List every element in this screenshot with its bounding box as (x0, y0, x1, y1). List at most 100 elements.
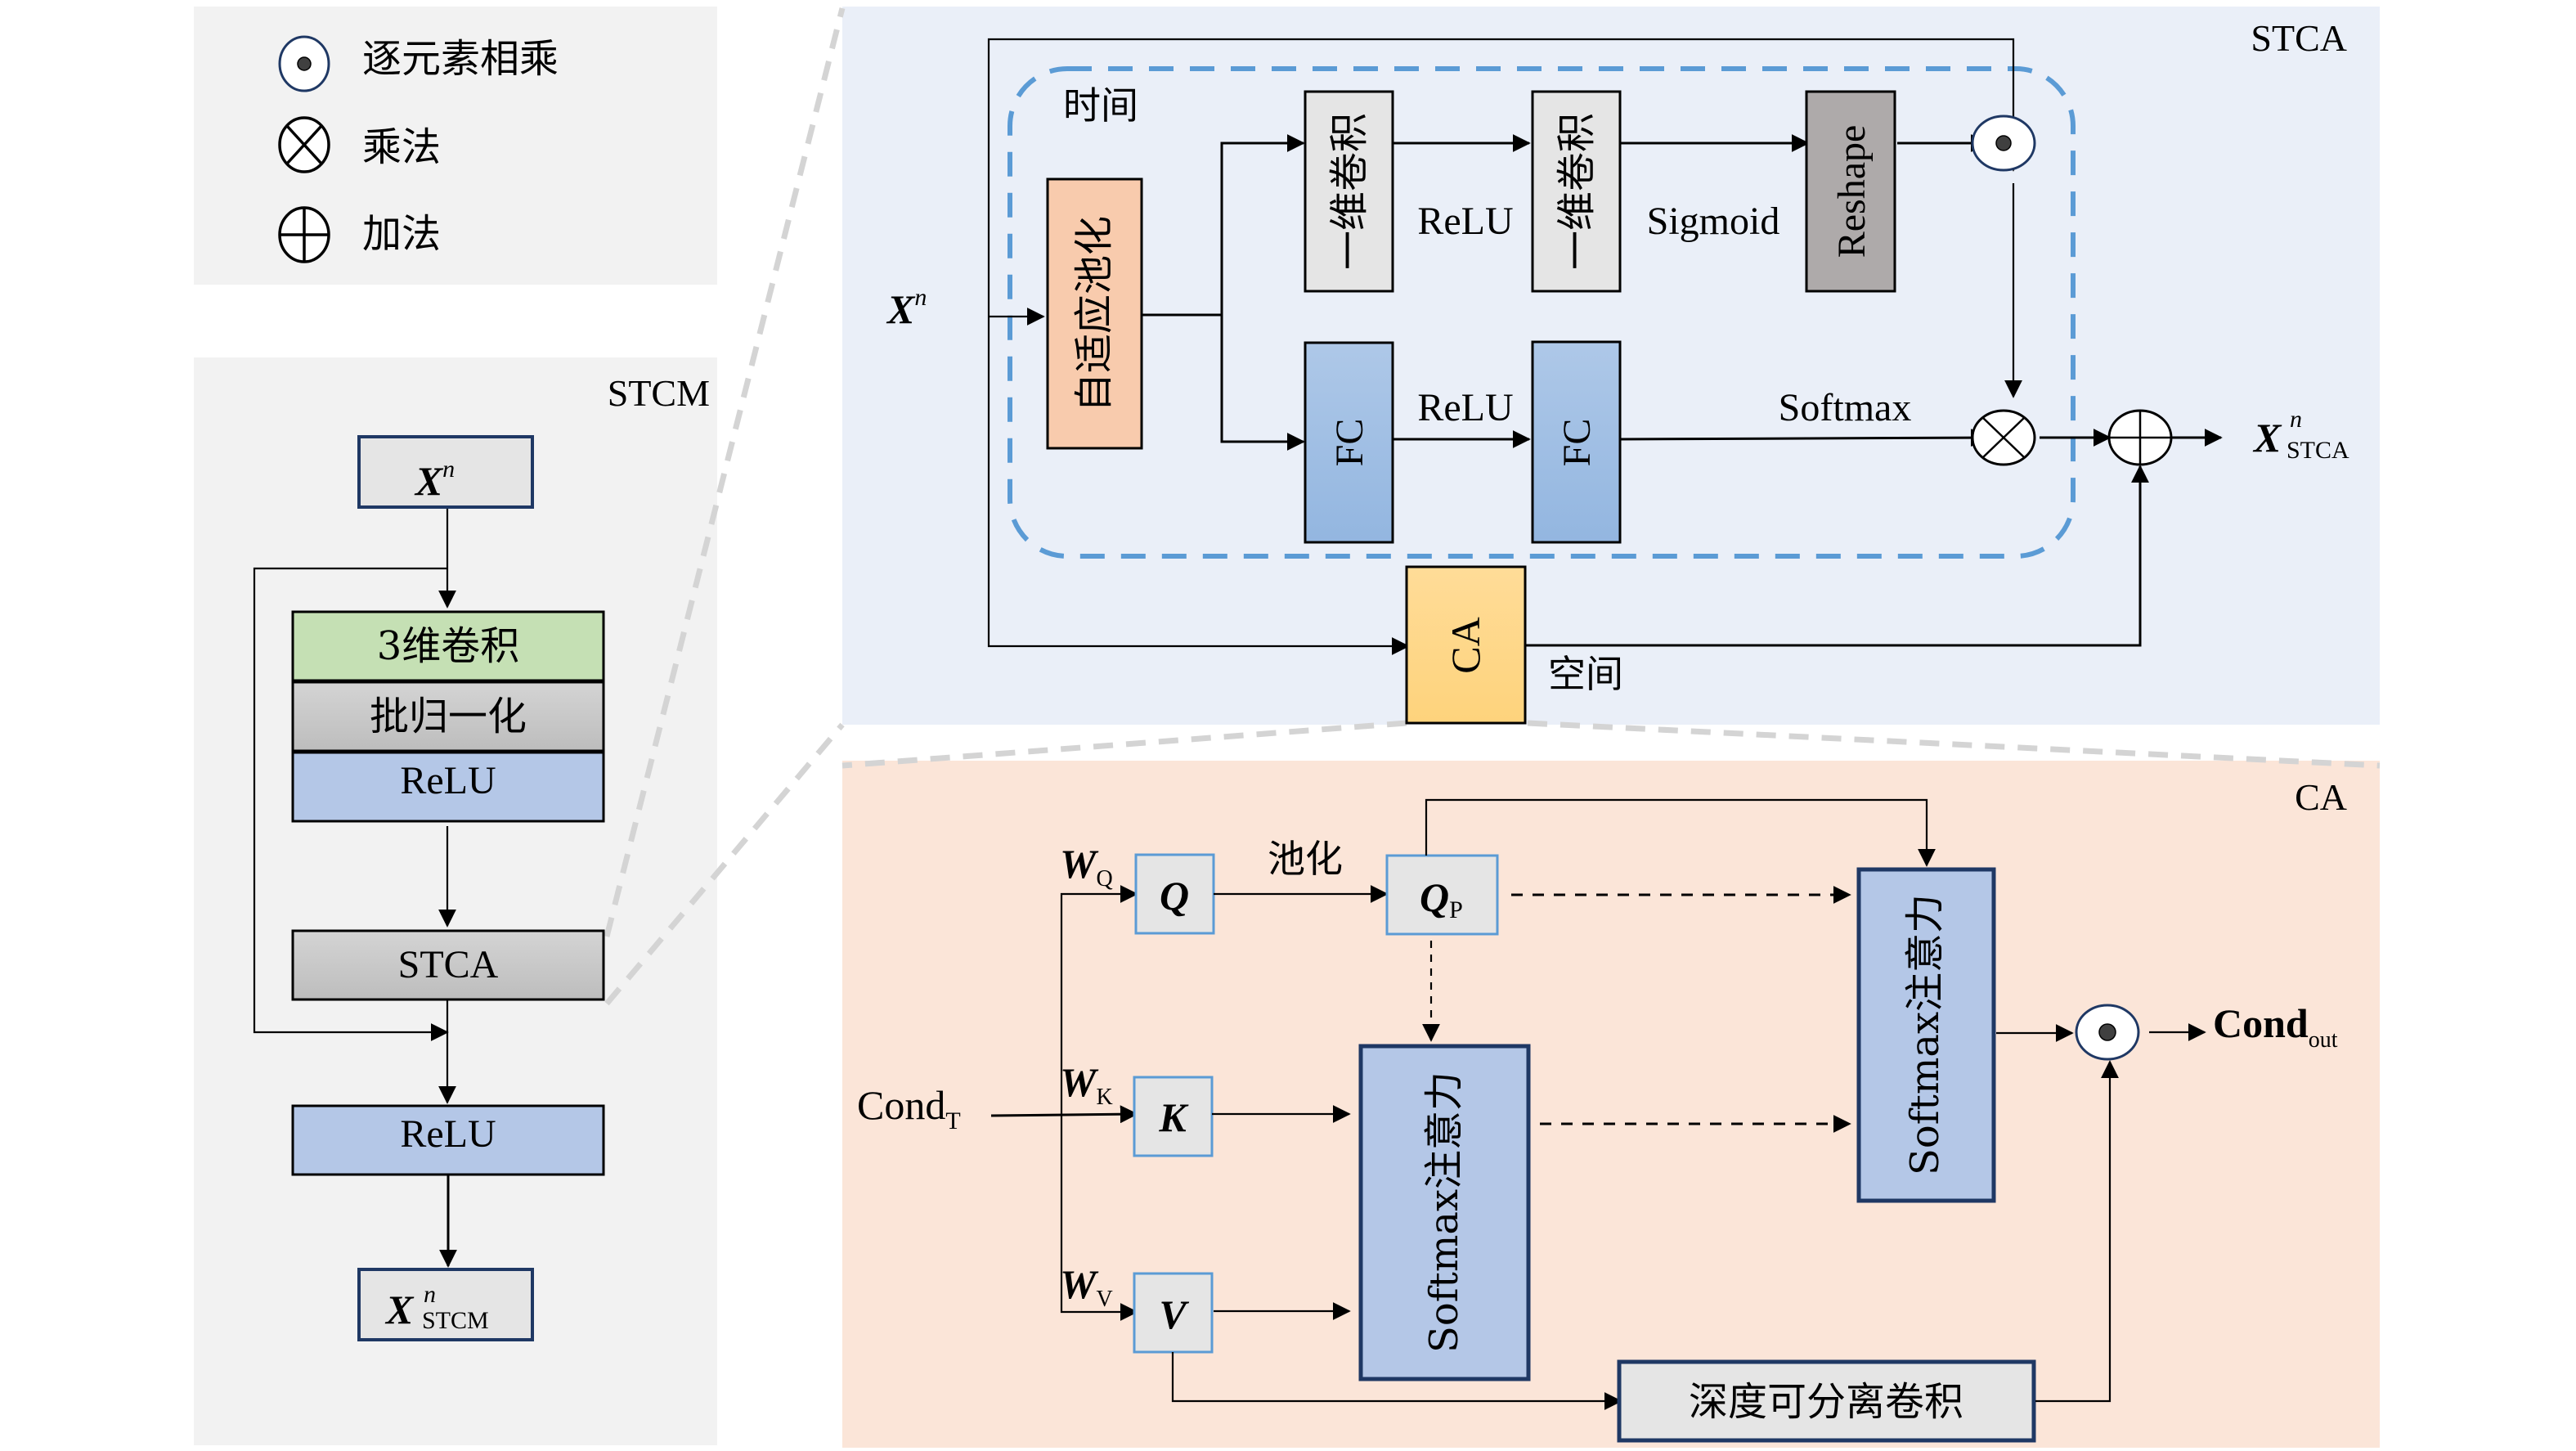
wv-symbol: W (1060, 1261, 1099, 1307)
temporal-region (1008, 66, 2076, 559)
stcm-batchnorm-block: 批归一化 (291, 681, 605, 752)
reshape-label: Reshape (1830, 125, 1874, 258)
svg-text:CondT: CondT (857, 1082, 961, 1134)
stcm-input-box: Xn (357, 435, 534, 509)
stca-output-sup: n (2290, 406, 2302, 433)
conv1d-a-label: 一维卷积 (1326, 113, 1372, 270)
wq-symbol: W (1060, 841, 1099, 887)
stcm-relu-block: ReLU (291, 751, 605, 823)
sigmoid-label: Sigmoid (1647, 200, 1780, 243)
stca-arrow (1220, 315, 1305, 451)
stcm-input-symbol: X (414, 458, 444, 504)
legend-label: 加法 (362, 211, 441, 257)
svg-text:X: X (384, 1287, 415, 1332)
ca-output-label: Cond (2213, 1000, 2309, 1046)
stcm-stca-block[interactable]: STCA (291, 929, 605, 1001)
softmax-attention-block-2: Softmax注意力 (1856, 867, 1996, 1203)
softmax-label: Softmax (1779, 386, 1912, 429)
fc-a-label: FC (1328, 419, 1371, 467)
fc-b-label: FC (1555, 419, 1599, 467)
stcm-output-symbol: X (384, 1287, 415, 1332)
temporal-label: 时间 (1063, 83, 1138, 128)
conv1d-b-label: 一维卷积 (1554, 113, 1600, 270)
ca-title: CA (2295, 776, 2347, 818)
spatial-label: 空间 (1548, 652, 1623, 696)
pool-label: 池化 (1268, 837, 1343, 881)
stcm-output-sub: STCM (422, 1307, 489, 1334)
stca-arrow (1618, 429, 1989, 447)
oplus-icon (2107, 409, 2173, 466)
dwconv-label: 深度可分离卷积 (1689, 1379, 1963, 1425)
qp-sub: P (1449, 896, 1463, 923)
stcm-relu2-block: ReLU (291, 1104, 605, 1176)
stcm-conv3d-label: 3维卷积 (377, 623, 520, 669)
conv1d-block-b: 一维卷积 (1531, 90, 1622, 293)
wv-sub: V (1096, 1287, 1112, 1312)
zoom-connector-line (604, 7, 846, 937)
stca-input-sup: n (914, 284, 927, 311)
stcm-output-box: X n STCM (357, 1268, 534, 1341)
qp-box: QP (1385, 854, 1499, 936)
stcm-batchnorm-label: 批归一化 (370, 694, 527, 739)
stca-input-symbol: X (886, 286, 916, 332)
zoom-connector-line (604, 722, 845, 1006)
ca-arrow (1171, 1352, 1622, 1410)
stca-output-symbol: X (2252, 415, 2282, 460)
adaptive-pool-block: 自适应池化 (1046, 177, 1143, 450)
otimes-icon (1971, 409, 2036, 466)
wk-sub: K (1096, 1085, 1112, 1110)
qp-symbol: Q (1420, 874, 1449, 920)
legend-item-elementwise: 逐元素相乘 (278, 35, 559, 92)
softmax-attention-block-1: Softmax注意力 (1358, 1044, 1531, 1381)
wq-sub: Q (1096, 866, 1112, 892)
oplus-icon (278, 206, 330, 263)
relu-bottom-label: ReLU (1417, 386, 1513, 429)
stcm-output-sup: n (424, 1281, 436, 1308)
legend-item-add: 加法 (278, 206, 441, 263)
ca-input-label: Cond (857, 1082, 945, 1128)
ca-arrow (1425, 798, 1936, 867)
reshape-block: Reshape (1805, 90, 1896, 293)
stcm-skip-connection (253, 567, 449, 1041)
svg-text:WV: WV (1060, 1261, 1113, 1312)
stcm-conv3d-block: 3维卷积 (291, 610, 605, 682)
otimes-icon (278, 116, 330, 173)
wk-symbol: W (1060, 1059, 1099, 1105)
svg-text:QP: QP (1420, 874, 1463, 923)
ca-panel (842, 761, 2380, 1448)
odot-icon (1971, 115, 2036, 172)
svg-text:X: X (2252, 415, 2282, 460)
stcm-input-sup: n (442, 456, 455, 483)
legend-item-multiply: 乘法 (278, 116, 441, 173)
v-label: V (1159, 1292, 1189, 1337)
q-box: Q (1134, 853, 1215, 935)
stcm-relu2-label: ReLU (400, 1112, 496, 1156)
zoom-connector-line (841, 720, 1407, 769)
ca-arrow (990, 1105, 1138, 1124)
svg-text:Xn: Xn (886, 284, 927, 332)
ca-arrow (2035, 1060, 2119, 1403)
k-box: K (1133, 1076, 1214, 1157)
stca-title: STCA (2251, 17, 2347, 59)
zoom-connector-line (1527, 720, 2381, 769)
svg-text:WK: WK (1060, 1059, 1113, 1110)
legend-label: 逐元素相乘 (362, 36, 559, 82)
ca-output-sub: out (2309, 1027, 2338, 1053)
fc-block-a: FC (1304, 341, 1394, 544)
adaptive-pool-label: 自适应池化 (1071, 216, 1117, 412)
stca-skip-top (987, 38, 2022, 317)
svg-text:Xn: Xn (414, 456, 455, 504)
ca-block[interactable]: CA (1405, 565, 1527, 725)
stca-output-sub: STCA (2287, 437, 2349, 464)
q-label: Q (1160, 873, 1189, 919)
depthwise-conv-block: 深度可分离卷积 (1617, 1359, 2036, 1443)
ca-arrow (1060, 885, 1138, 1116)
stca-arrow-spatial (1524, 465, 2149, 647)
stcm-title: STCM (608, 372, 710, 414)
relu-top-label: ReLU (1417, 200, 1513, 243)
ca-block-label: CA (1443, 617, 1488, 673)
attn2-label: Softmax注意力 (1902, 894, 1948, 1175)
svg-text:WQ: WQ (1060, 841, 1113, 892)
odot-icon (2075, 1004, 2140, 1061)
